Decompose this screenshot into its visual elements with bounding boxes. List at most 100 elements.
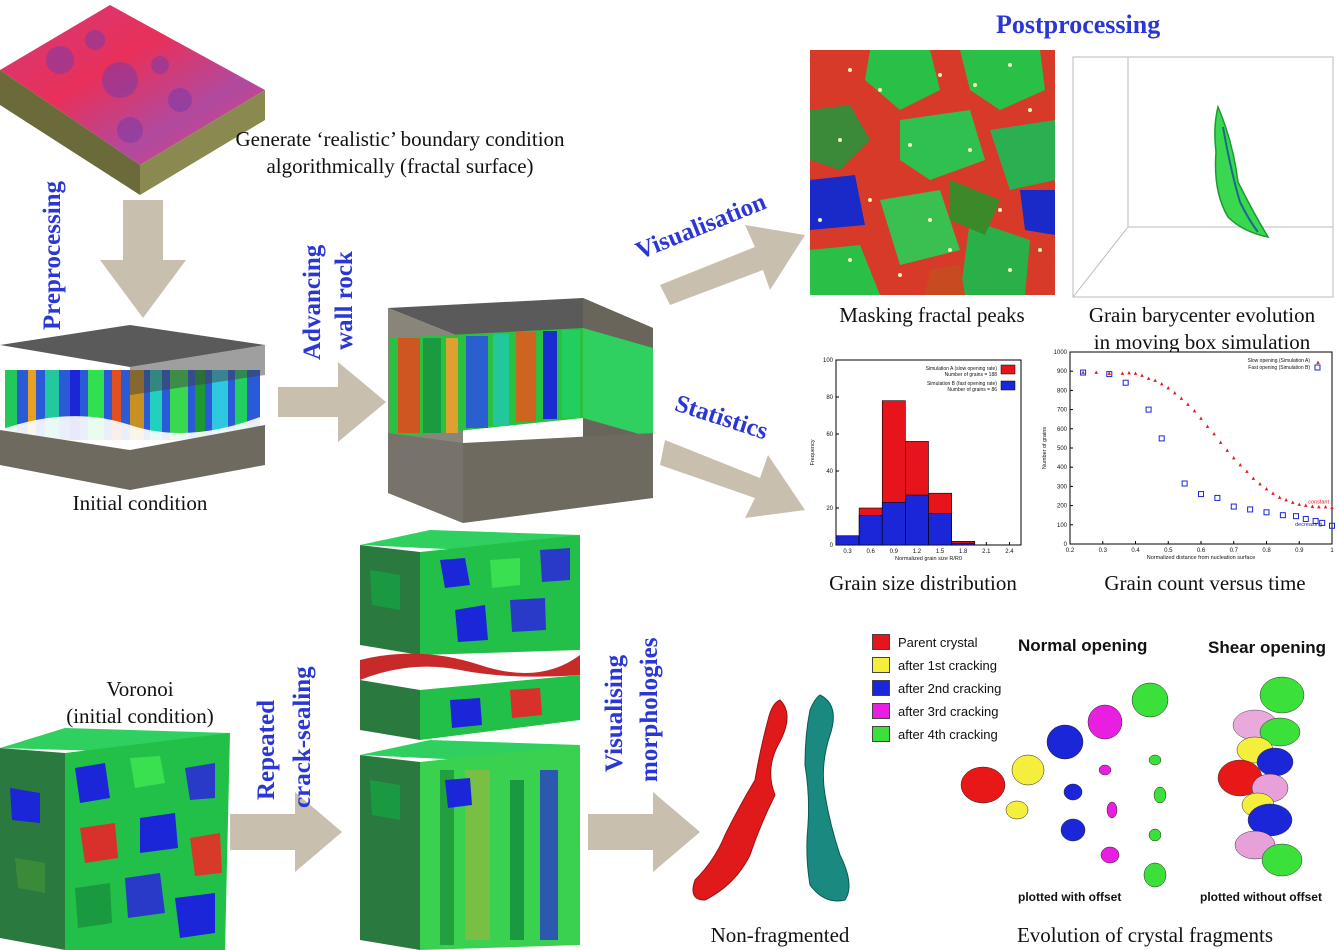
x-tick-label: 0.6 (1197, 548, 1206, 554)
arrow-down-icon (100, 200, 186, 318)
point-series-b (1122, 379, 1129, 386)
voronoi-caption-line1: Voronoi (106, 677, 174, 701)
point-series-b (1319, 519, 1326, 526)
point-series-a: ▴ (1108, 370, 1112, 377)
legend-item: after 3rd cracking (872, 703, 998, 719)
point-series-b (1080, 369, 1087, 376)
non-fragmented-caption: Non-fragmented (710, 923, 850, 947)
x-tick-label: 1.2 (913, 549, 922, 555)
plotted-without-caption: plotted without offset (1200, 890, 1322, 904)
legend-series-a-name: Slow opening (Simulation A) (1247, 358, 1310, 364)
y-axis-label: Number of grains (1042, 427, 1048, 469)
legend-label: Parent crystal (898, 634, 978, 650)
statistics-label: Statistics (671, 390, 772, 446)
point-series-a: ▴ (1311, 503, 1315, 510)
shear-opening-heading: Shear opening (1208, 638, 1327, 657)
point-series-b (1145, 406, 1152, 413)
point-series-a: ▴ (1219, 439, 1223, 446)
x-axis-label: Normalized distance from nucleation surf… (1147, 555, 1256, 561)
y-axis-label: Frequency (810, 439, 816, 465)
fragment-legend: Parent crystal after 1st cracking after … (872, 634, 1012, 749)
point-series-a: ▴ (1206, 423, 1210, 430)
x-tick-label: 0.9 (890, 549, 899, 555)
annotation-constant: constant (1308, 500, 1329, 506)
crack-sealing-cube-top (360, 530, 580, 740)
point-series-a: ▴ (1081, 369, 1085, 376)
legend-label: after 1st cracking (898, 657, 997, 673)
point-series-a: ▴ (1239, 461, 1243, 468)
legend-item: after 2nd cracking (872, 680, 1001, 696)
bar-series-b (928, 513, 952, 546)
point-series-a: ▴ (1232, 455, 1236, 462)
point-series-a: ▴ (1199, 415, 1203, 422)
barycenter-box-image (1072, 56, 1334, 298)
point-series-a: ▴ (1140, 372, 1144, 379)
legend-series-b-name: Simulation B (fast opening rate) (927, 381, 997, 387)
legend-marker-b (1314, 364, 1321, 371)
legend-label: after 4th cracking (898, 726, 998, 742)
y-tick-label: 60 (826, 432, 833, 438)
y-tick-label: 400 (1057, 465, 1068, 471)
point-series-b (1292, 513, 1299, 520)
crack-sealing-cube-bottom (360, 740, 580, 950)
bar-series-b (905, 494, 929, 546)
x-tick-label: 0.9 (1295, 548, 1304, 554)
point-series-a: ▴ (1186, 401, 1190, 408)
legend-label: after 3rd cracking (898, 703, 999, 719)
legend-item: Parent crystal (872, 634, 977, 650)
visualising-label-line1: Visualising (601, 654, 628, 772)
y-tick-label: 0 (830, 543, 834, 549)
x-tick-label: 1.5 (936, 549, 945, 555)
point-series-b (1263, 509, 1270, 516)
bar-series-b (835, 535, 860, 546)
point-series-a: ▴ (1094, 369, 1098, 376)
x-tick-label: 1.8 (959, 549, 968, 555)
legend-swatch (872, 680, 890, 696)
arrow-right-up-icon (660, 225, 805, 305)
initial-condition-image (0, 325, 265, 490)
voronoi-caption-line2: (initial condition) (66, 704, 214, 728)
y-tick-label: 800 (1057, 388, 1068, 394)
y-tick-label: 300 (1057, 484, 1068, 490)
legend-swatch (872, 726, 890, 742)
legend-marker-a: ▴ (1316, 359, 1320, 366)
point-series-b (1279, 512, 1286, 519)
point-series-a: ▴ (1324, 504, 1328, 511)
x-tick-label: 0.7 (1230, 548, 1239, 554)
advancing-label-line1: Advancing (299, 244, 326, 360)
point-series-b (1214, 494, 1221, 501)
legend-swatch-b (1000, 380, 1016, 391)
generate-caption: Generate ‘realistic’ boundary condition … (195, 126, 605, 180)
legend-swatch (872, 657, 890, 673)
bar-series-b (881, 502, 906, 546)
wall-rock-cube-image (388, 298, 653, 523)
y-tick-label: 20 (826, 506, 833, 512)
advancing-label-line2: wall rock (331, 251, 358, 350)
point-series-b (1302, 516, 1309, 523)
point-series-a: ▴ (1297, 501, 1301, 508)
x-tick-label: 2.1 (982, 549, 991, 555)
y-tick-label: 100 (1057, 523, 1068, 529)
fractal-surface-image (0, 5, 265, 195)
legend-series-a-note: Number of grains = 188 (945, 372, 998, 378)
normal-opening-heading: Normal opening (1018, 636, 1148, 655)
point-series-a: ▴ (1258, 481, 1262, 488)
point-series-a: ▴ (1180, 395, 1184, 402)
point-series-b (1181, 480, 1188, 487)
point-series-a: ▴ (1284, 496, 1288, 503)
point-series-a: ▴ (1304, 502, 1308, 509)
x-tick-label: 0.3 (1099, 548, 1108, 554)
legend-series-b-name: Fast opening (Simulation B) (1248, 365, 1310, 371)
plotted-with-caption: plotted with offset (1018, 890, 1122, 904)
repeated-label-line1: Repeated (253, 700, 280, 800)
masking-caption: Masking fractal peaks (839, 303, 1025, 327)
point-series-b (1106, 371, 1113, 378)
voronoi-cube-image (0, 728, 230, 950)
y-tick-label: 700 (1057, 408, 1068, 414)
bar-series-b (951, 542, 976, 546)
barycenter-caption-line1: Grain barycenter evolution (1088, 303, 1316, 327)
normal-opening-fragments-image (960, 682, 1169, 888)
point-series-a: ▴ (1212, 431, 1216, 438)
